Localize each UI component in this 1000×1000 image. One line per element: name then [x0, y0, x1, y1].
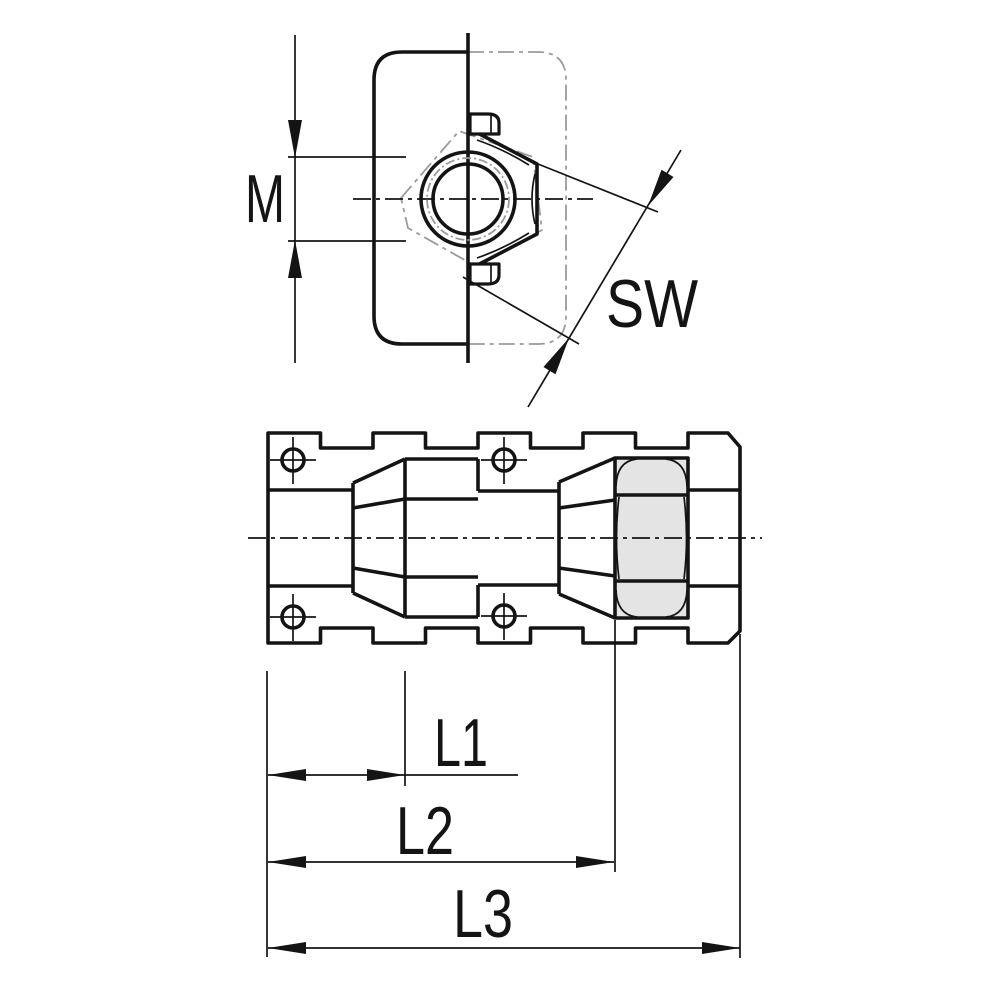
dimension-L2: L2 — [268, 793, 614, 869]
nut-arc-bottom-right — [665, 589, 688, 618]
spring-tab-bottom — [468, 262, 501, 286]
m-label: M — [245, 161, 285, 237]
l1-arrow-right — [367, 769, 405, 781]
m-arrow-top — [288, 120, 302, 158]
spring-tab-top — [468, 112, 501, 136]
m-arrow-bottom — [288, 240, 302, 278]
hex-nut-outline — [467, 126, 539, 272]
dimension-L1: L1 — [268, 705, 518, 781]
sw-label: SW — [606, 266, 698, 342]
nut-arc-bottom-left — [615, 589, 638, 618]
sw-extension-line-top — [532, 161, 659, 213]
l3-arrow-left — [268, 942, 306, 954]
thread-major-circle — [426, 157, 510, 241]
cross-hole-top-left — [270, 437, 316, 484]
l2-label: L2 — [396, 793, 454, 869]
body-outline — [266, 431, 742, 645]
cone2-top-slant — [558, 456, 616, 484]
boss-circle — [419, 150, 517, 248]
cone2-inner-top — [558, 498, 616, 510]
sw-arrow-bottom — [543, 338, 569, 375]
cone2-bottom-slant — [558, 592, 616, 620]
cone1-top-slant — [352, 457, 406, 485]
cone1-inner-bottom — [352, 566, 406, 579]
hex-chamfer-arc-bottom — [476, 232, 530, 259]
l2-arrow-right — [576, 856, 614, 868]
l1-arrow-left — [268, 769, 306, 781]
plate-outline — [372, 50, 468, 346]
sw-extension-line-bottom — [462, 276, 580, 345]
cone1-bottom-slant — [352, 591, 406, 619]
nut-arc-mid-right — [683, 496, 688, 580]
nut-arc-top-right — [665, 458, 688, 487]
l3-label: L3 — [453, 876, 513, 952]
cross-hole-bottom-left — [270, 594, 316, 641]
front-view — [353, 33, 593, 363]
cone1-inner-top — [352, 497, 406, 510]
sw-arrow-top — [648, 169, 674, 206]
dimension-M: M — [245, 35, 406, 363]
bore-circle — [431, 162, 505, 236]
side-view — [248, 431, 762, 645]
nut-arc-top-left — [615, 458, 638, 487]
cross-hole-bottom-middle — [481, 593, 527, 640]
hex-chamfer-arc-right — [531, 173, 536, 225]
l1-label: L1 — [434, 705, 488, 781]
dimension-extension-lines — [266, 620, 741, 958]
l3-arrow-right — [702, 942, 740, 954]
cross-hole-top-middle — [481, 437, 527, 484]
dimension-L3: L3 — [268, 876, 740, 954]
hex-chamfer-arc-top — [476, 139, 530, 166]
hex-nut-phantom-outline — [400, 129, 543, 269]
dimension-SW: SW — [462, 149, 698, 408]
cone2-inner-bottom — [558, 566, 616, 578]
plate-phantom-outline — [468, 51, 567, 345]
l2-arrow-left — [268, 856, 306, 868]
